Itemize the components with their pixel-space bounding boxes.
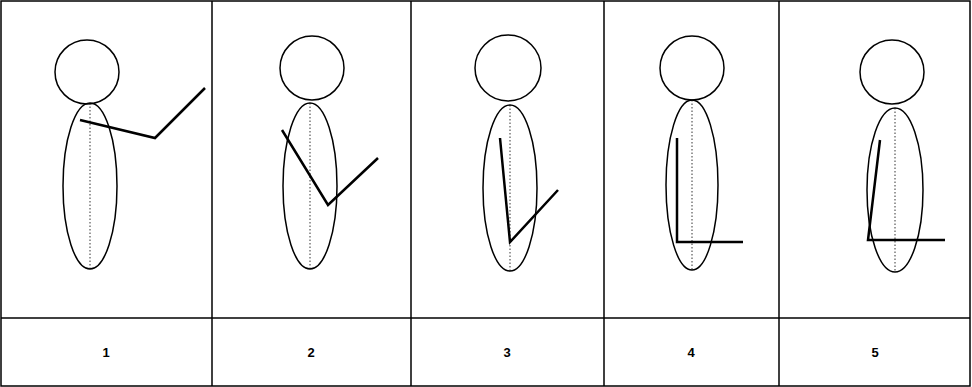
figure-3 xyxy=(475,35,558,271)
panel-number: 4 xyxy=(687,345,694,360)
panel-number: 5 xyxy=(871,345,878,360)
figure-1 xyxy=(55,40,205,269)
figure-4 xyxy=(660,36,743,270)
panel-number: 2 xyxy=(307,345,314,360)
figure-2 xyxy=(280,36,378,269)
figure-5 xyxy=(860,40,945,272)
panel-number: 3 xyxy=(503,345,510,360)
panel-number: 1 xyxy=(102,345,109,360)
